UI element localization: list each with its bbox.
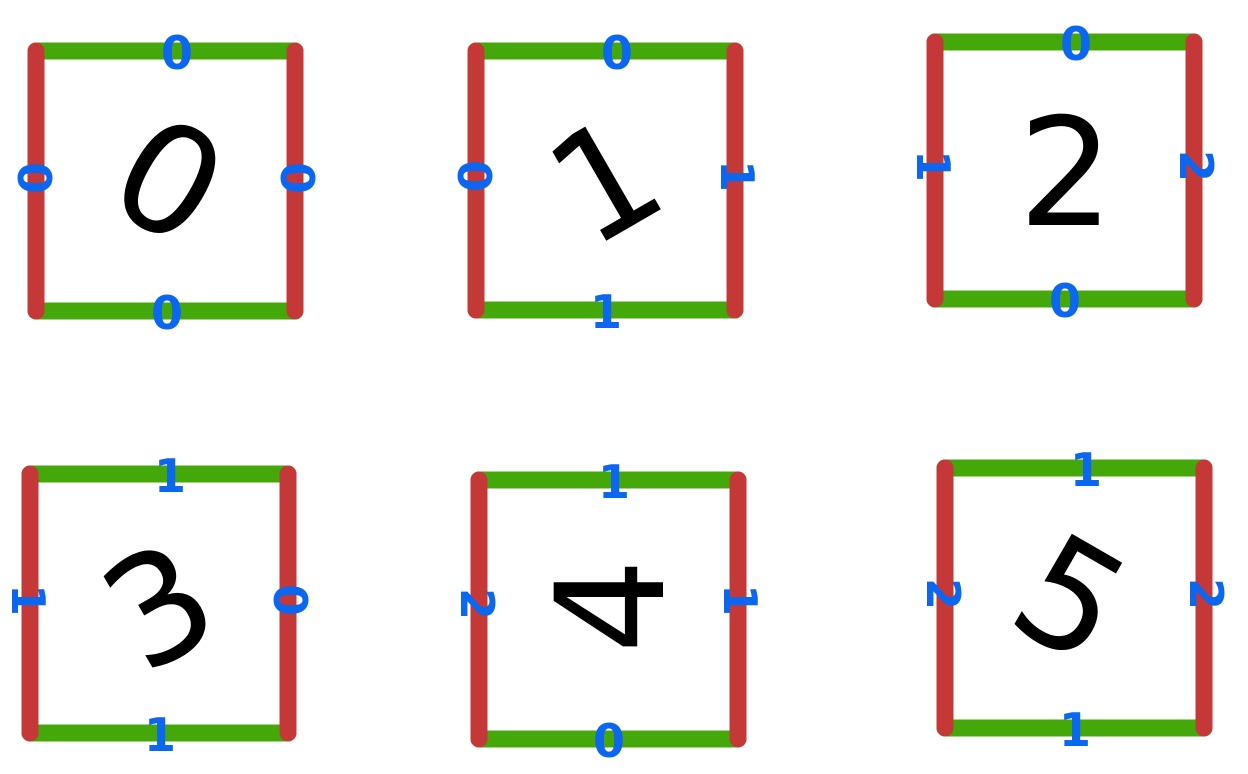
- tile-bottom-label: 1: [590, 285, 622, 339]
- tile-bottom-label: 0: [151, 286, 183, 340]
- tile-top-label: 0: [601, 26, 633, 80]
- tile-right-label: 2: [1169, 150, 1223, 182]
- tile-top-label: 1: [1070, 443, 1102, 497]
- tile-left-label: 2: [916, 578, 970, 610]
- tile-left-label: 2: [450, 588, 504, 620]
- tile-digit: 5: [985, 501, 1155, 699]
- tile-digit: 3: [75, 509, 245, 707]
- tile-left-label: 1: [906, 150, 960, 182]
- tile-bottom-label: 1: [1059, 703, 1091, 757]
- tile-left-label: 0: [447, 160, 501, 192]
- tile-right-label: 2: [1179, 578, 1233, 610]
- tile-top-label: 0: [161, 26, 193, 80]
- tile-digit: 4: [525, 558, 699, 653]
- tile-right-label: 0: [270, 162, 324, 194]
- tile-bottom-label: 0: [1049, 274, 1081, 328]
- tile-digit: 1: [521, 83, 691, 281]
- tile-bottom-label: 1: [144, 708, 176, 762]
- tile-3: 1 1 1 03: [1, 449, 317, 762]
- tile-left-label: 1: [1, 584, 55, 616]
- tile-digit: 0: [83, 83, 253, 281]
- tile-right-label: 1: [710, 160, 764, 192]
- tile-2: 0 0 1 2 2: [906, 17, 1223, 328]
- tile-top-label: 1: [598, 455, 630, 509]
- tile-top-label: 1: [154, 449, 186, 503]
- tile-5: 1 1 2 25: [916, 443, 1233, 757]
- tile-right-label: 0: [263, 584, 317, 616]
- tile-bottom-label: 0: [593, 714, 625, 768]
- tile-top-label: 0: [1060, 17, 1092, 71]
- tile-right-label: 1: [713, 584, 767, 616]
- tile-left-label: 0: [7, 162, 61, 194]
- tile-digit: 2: [1018, 87, 1113, 261]
